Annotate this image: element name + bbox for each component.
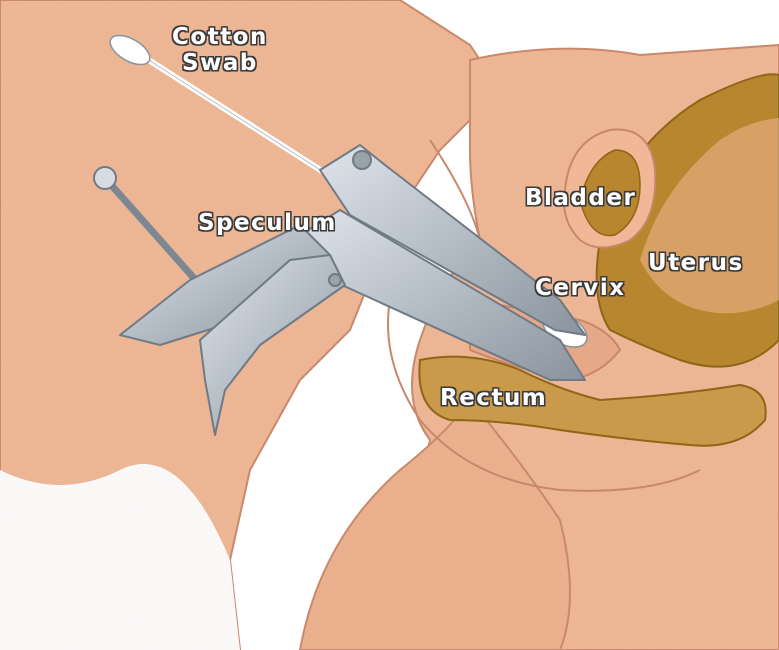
- bladder-label: Bladder: [525, 185, 636, 211]
- uterus-label: Uterus: [648, 250, 744, 276]
- cervix-label: Cervix: [535, 275, 626, 301]
- cotton-swab-label-line1: Cotton: [172, 24, 268, 50]
- cotton-swab-label: Cotton Swab: [172, 24, 268, 76]
- rectum-label: Rectum: [440, 385, 547, 411]
- speculum-label: Speculum: [198, 210, 337, 236]
- cotton-swab-label-line2: Swab: [172, 50, 268, 76]
